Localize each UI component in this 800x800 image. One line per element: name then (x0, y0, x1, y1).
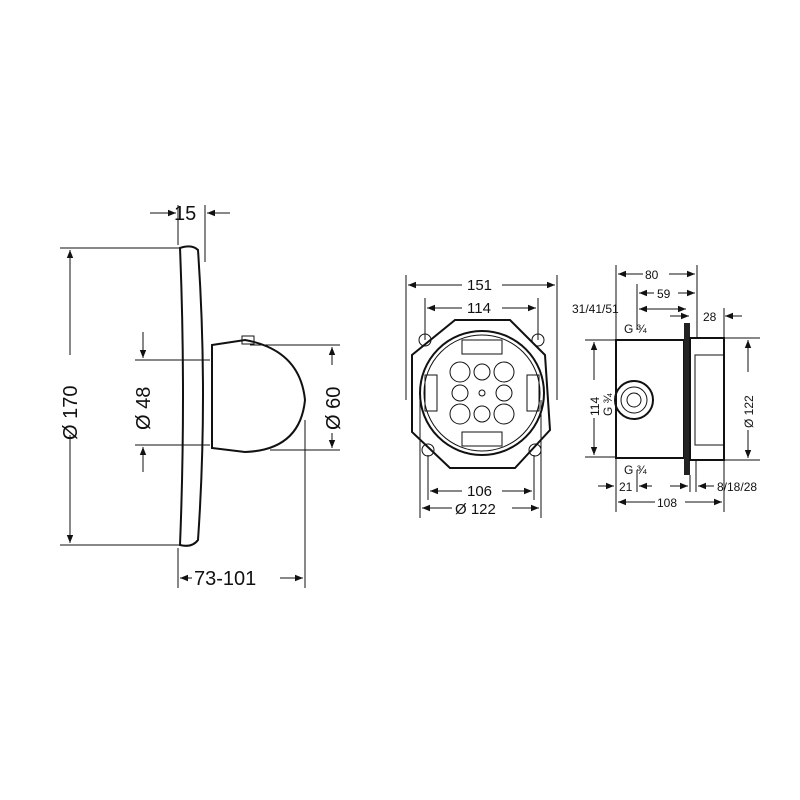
label-diameter-122-front: Ø 122 (455, 501, 496, 518)
label-28: 28 (703, 310, 717, 324)
box-front-view: 151 114 106 Ø 122 (405, 275, 558, 518)
label-15: 15 (174, 203, 196, 225)
label-114-side: 114 (588, 397, 602, 416)
box-octagon (411, 319, 552, 469)
label-59: 59 (657, 287, 671, 301)
handle-nub (241, 335, 255, 345)
label-g34-top: G ¾ (624, 322, 648, 336)
box-body (615, 339, 685, 459)
side-port (614, 380, 654, 420)
label-31-41-51: 31/41/51 (572, 302, 619, 316)
cover-plate (178, 245, 204, 547)
label-151: 151 (467, 277, 492, 294)
mounting-plate (684, 323, 690, 475)
label-g34-bottom: G ¾ (624, 463, 648, 477)
label-106: 106 (467, 483, 492, 500)
box-ring (419, 330, 545, 456)
label-8-18-28: 8/18/28 (717, 480, 757, 494)
label-73-101: 73-101 (194, 568, 256, 590)
front-view: Ø 170 15 Ø 48 Ø 60 73-101 (56, 203, 346, 590)
box-ports (449, 361, 515, 425)
label-diameter-60: Ø 60 (323, 387, 345, 430)
handle (211, 338, 307, 454)
box-side-view: 80 59 31/41/51 28 G ¾ 114 G ¾ Ø 122 G ¾ … (572, 265, 760, 512)
label-108: 108 (657, 496, 677, 510)
label-diameter-48: Ø 48 (133, 387, 155, 430)
label-g34-side: G ¾ (601, 392, 615, 416)
label-diameter-170: Ø 170 (60, 386, 82, 440)
label-diameter-122-side: Ø 122 (742, 395, 756, 428)
label-114: 114 (467, 300, 491, 317)
label-80: 80 (645, 268, 659, 282)
label-21: 21 (619, 480, 633, 494)
